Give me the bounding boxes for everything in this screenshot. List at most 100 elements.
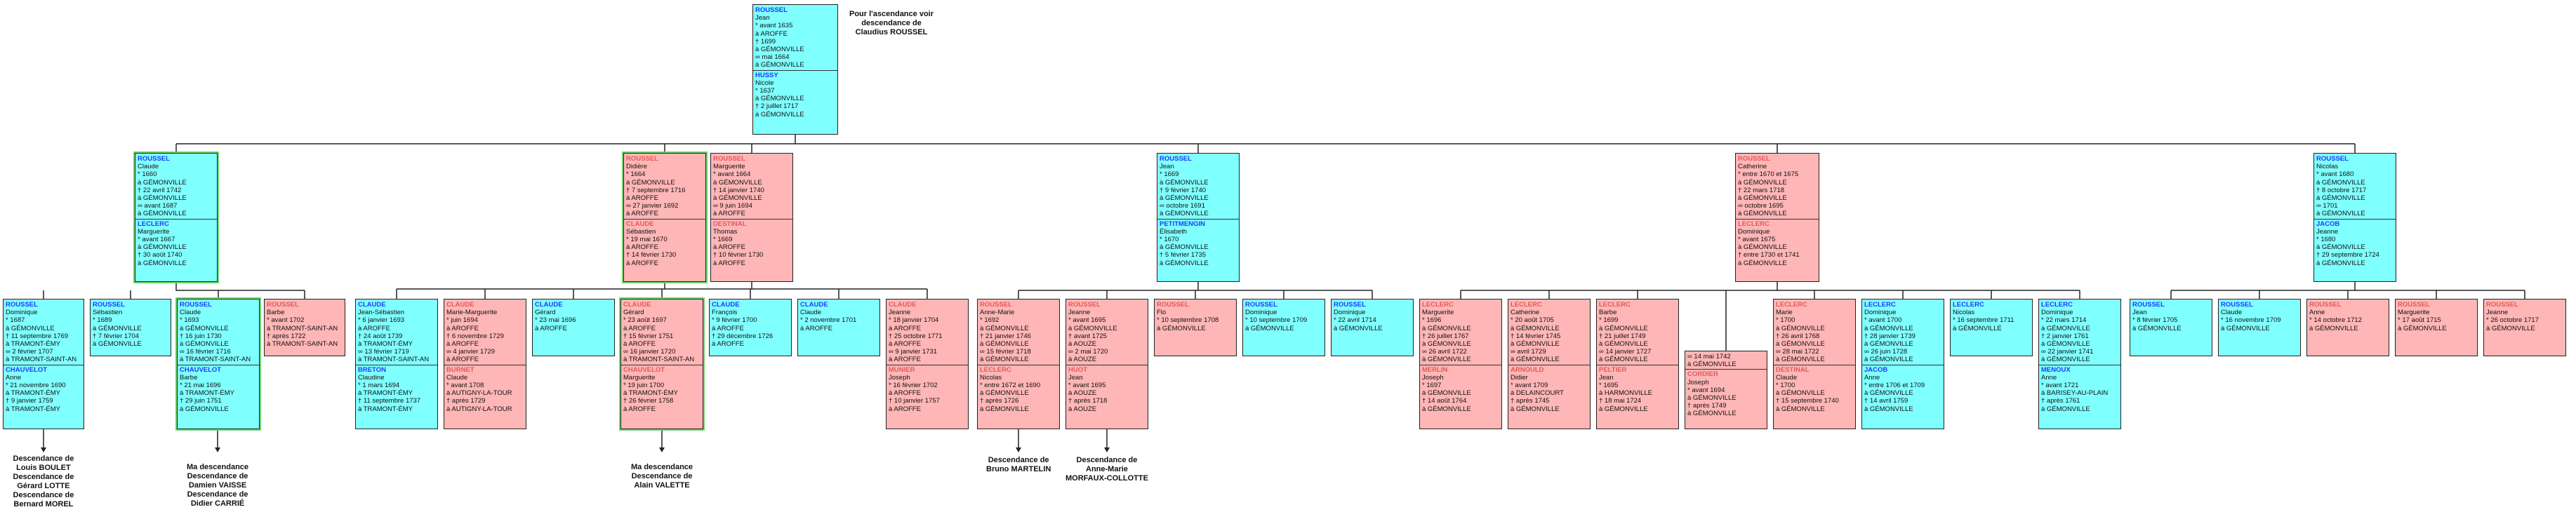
event-line: à GÉMONVILLE <box>1157 324 1206 332</box>
event-line: à AROFFE <box>623 324 656 332</box>
event-line: * 1637 <box>755 87 775 95</box>
given-name: Anne <box>1864 373 1880 382</box>
given-name: Jeanne <box>2486 309 2509 317</box>
event-line: ∞ 9 janvier 1731 <box>889 348 938 356</box>
event-line: † 10 janvier 1757 <box>889 397 940 405</box>
event-line: * 22 mars 1714 <box>2041 316 2087 325</box>
event-line: ∞ avant 1687 <box>138 202 178 210</box>
event-line: † 9 janvier 1759 <box>6 397 53 405</box>
event-line: ∞ 9 juin 1694 <box>713 202 752 210</box>
surname: JACOB <box>1864 365 1888 374</box>
surname: ROUSSEL <box>267 301 299 309</box>
event-line: à AROFFE <box>626 259 658 267</box>
note-line: Anne-Marie <box>1086 465 1128 473</box>
event-line: † 14 février 1745 <box>1511 332 1561 340</box>
event-line: ∞ 26 juin 1728 <box>1864 348 1908 356</box>
event-line: ∞ 26 avril 1722 <box>1422 348 1467 356</box>
event-line: à AROFFE <box>446 324 479 332</box>
event-line: † 25 octobre 1771 <box>889 332 943 340</box>
surname: ROUSSEL <box>1068 301 1101 309</box>
surname: CLAUDE <box>712 301 740 309</box>
event-line: ∞ octobre 1695 <box>1738 202 1784 210</box>
event-line: à GÉMONVILLE <box>93 340 142 349</box>
surname: ROUSSEL <box>626 155 658 163</box>
event-line: à DELAINCOURT <box>1511 389 1564 398</box>
event-line: * 1689 <box>93 316 112 325</box>
surname: DESTINAL <box>713 220 747 228</box>
event-line: à TRAMONT-ÉMY <box>180 389 234 398</box>
event-line: * 21 novembre 1690 <box>6 382 66 390</box>
event-line: à AROFFE <box>713 243 745 252</box>
event-line: à GÉMONVILLE <box>1160 210 1209 218</box>
divider <box>1157 218 1239 220</box>
given-name: Flo <box>1157 309 1167 317</box>
event-line: à GÉMONVILLE <box>1068 324 1117 332</box>
top-note: Pour l'ascendance voir descendance de Cl… <box>849 10 934 37</box>
event-line: à GÉMONVILLE <box>980 389 1029 398</box>
event-line: à GÉMONVILLE <box>1776 340 1825 349</box>
given-name: Joseph <box>889 373 910 382</box>
given-name: Claude <box>800 309 822 317</box>
event-line: à TRAMONT-SAINT-AN <box>358 356 430 364</box>
event-line: à GÉMONVILLE <box>1599 324 1648 332</box>
event-line: † après 1749 <box>1687 402 1727 410</box>
surname: ROUSSEL <box>1160 155 1192 163</box>
given-name: Marguerite <box>713 163 745 171</box>
surname: CLAUDE <box>446 301 474 309</box>
event-line: à GÉMONVILLE <box>2316 259 2365 267</box>
event-line: * 14 octobre 1712 <box>2309 316 2363 325</box>
event-line: à GÉMONVILLE <box>755 110 804 119</box>
event-line: * 1664 <box>626 170 646 179</box>
event-line: à AROFFE <box>446 340 479 349</box>
given-name: Joseph <box>1687 378 1709 386</box>
given-name: Jeanne <box>2316 227 2339 236</box>
event-line: * 26 octobre 1717 <box>2486 316 2540 325</box>
event-line: † 2 juillet 1717 <box>755 102 799 111</box>
event-line: à GÉMONVILLE <box>1245 324 1294 332</box>
event-line: * juin 1694 <box>446 316 478 325</box>
event-line: † 7 septembre 1716 <box>626 186 686 194</box>
event-line: à GÉMONVILLE <box>138 243 187 252</box>
event-line: à AROFFE <box>713 259 745 267</box>
surname: CLAUDE <box>800 301 828 309</box>
given-name: Dominique <box>2041 309 2073 317</box>
event-line: à TRAMONT-ÉMY <box>358 340 413 349</box>
